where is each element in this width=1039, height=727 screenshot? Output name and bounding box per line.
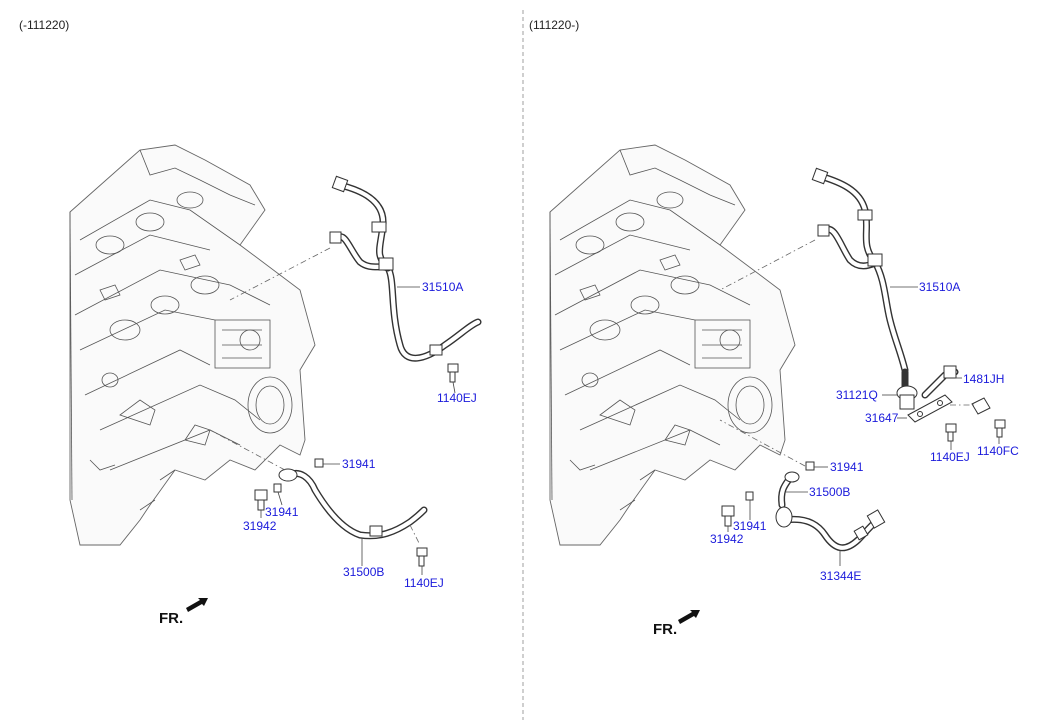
hose-31510A-right bbox=[811, 167, 909, 374]
label-31942-right[interactable]: 31942 bbox=[710, 532, 744, 546]
label-31510A-right[interactable]: 31510A bbox=[919, 280, 960, 294]
bracket-clip bbox=[971, 397, 991, 415]
hose-31510A-left bbox=[329, 175, 482, 362]
label-1140EJ-right[interactable]: 1140EJ bbox=[930, 450, 970, 464]
bolt-1140EJ-right bbox=[945, 423, 957, 442]
panel-right-label: (111220-) bbox=[529, 18, 579, 32]
bolt-1140EJ-upper-left bbox=[447, 363, 459, 383]
label-1140FC[interactable]: 1140FC bbox=[977, 444, 1019, 458]
label-31647[interactable]: 31647 bbox=[865, 411, 899, 425]
fr-label-right: FR. bbox=[653, 621, 677, 638]
label-1140EJ-lower-left[interactable]: 1140EJ bbox=[404, 576, 444, 590]
gasket-31941-b-left bbox=[273, 483, 282, 493]
connector-31121Q bbox=[896, 368, 918, 410]
label-31510A-left[interactable]: 31510A bbox=[422, 280, 463, 294]
hose-31500B-right bbox=[778, 471, 800, 509]
fr-arrow-icon-right bbox=[678, 610, 700, 624]
clip-1481JH bbox=[921, 365, 959, 399]
panel-left-label: (-111220) bbox=[19, 18, 69, 32]
bolt-1140FC bbox=[994, 419, 1006, 438]
bolt-1140EJ-lower-left bbox=[416, 547, 428, 567]
label-31121Q[interactable]: 31121Q bbox=[836, 388, 878, 402]
gasket-31941-a-left bbox=[314, 458, 324, 468]
bracket-31647 bbox=[907, 394, 953, 423]
hose-31344E bbox=[775, 506, 886, 552]
gasket-31941-a-right bbox=[805, 461, 815, 471]
label-31344E[interactable]: 31344E bbox=[820, 569, 861, 583]
label-31500B-right[interactable]: 31500B bbox=[809, 485, 850, 499]
engine-block-right bbox=[549, 144, 796, 546]
panel-left: (-111220) 31510A 1140EJ bbox=[19, 18, 482, 627]
fr-label-left: FR. bbox=[159, 610, 183, 627]
label-31941-a-left[interactable]: 31941 bbox=[342, 457, 376, 471]
fr-arrow-icon bbox=[186, 598, 208, 612]
label-1481JH[interactable]: 1481JH bbox=[963, 372, 1004, 386]
panel-right: (111220-) 31510A 31121Q bbox=[529, 18, 1019, 638]
label-31941-b-right[interactable]: 31941 bbox=[733, 519, 767, 533]
gasket-31941-b-right bbox=[745, 491, 754, 501]
label-31500B-left[interactable]: 31500B bbox=[343, 565, 384, 579]
label-31942-left[interactable]: 31942 bbox=[243, 519, 277, 533]
hose-31500B-left bbox=[278, 468, 428, 540]
label-1140EJ-upper-left[interactable]: 1140EJ bbox=[437, 391, 477, 405]
label-31941-b-left[interactable]: 31941 bbox=[265, 505, 299, 519]
label-31941-a-right[interactable]: 31941 bbox=[830, 460, 864, 474]
